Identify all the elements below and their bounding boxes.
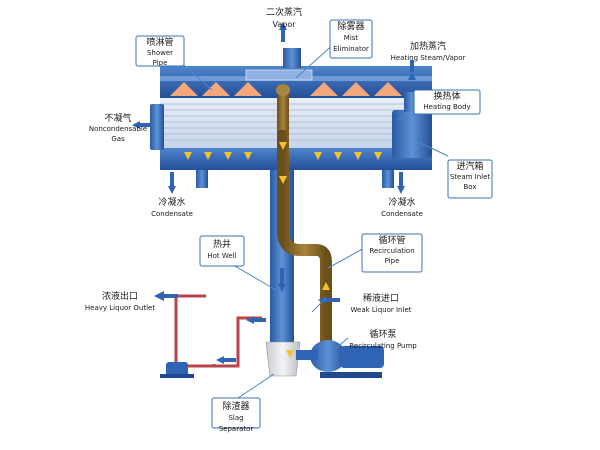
heating-body-label: 换热体 Heating Body <box>414 92 480 112</box>
steam-box-en2: Box <box>463 183 477 191</box>
flow-arrows <box>132 22 416 364</box>
shower-spray <box>170 82 402 96</box>
weak-en: Weak Liquor Inlet <box>350 306 412 314</box>
condensate-right-en: Condensate <box>381 210 423 218</box>
hotwell-en: Hot Well <box>207 252 237 260</box>
liquid-flow-arrows <box>184 142 382 358</box>
heating-steam-label: 加热蒸汽 Heating Steam/Vapor <box>378 42 478 64</box>
vapor-pipe-cap <box>276 84 290 96</box>
condensate-right-cn: 冷凝水 <box>388 198 416 208</box>
vapor-cn: 二次蒸汽 <box>265 8 302 18</box>
steam-box-en1: Steam Inlet <box>449 173 491 181</box>
shower-label: 喷淋管 Shower Pipe <box>136 38 184 68</box>
condensate-leg-right <box>382 170 394 188</box>
mist-label: 除雾器 Mist Eliminator <box>330 22 372 55</box>
mist-en2: Eliminator <box>333 45 369 53</box>
shower-cn: 喷淋管 <box>146 38 174 48</box>
weak-cn: 稀液进口 <box>362 294 399 304</box>
recirculating-pump <box>296 340 384 378</box>
heating-body-en: Heating Body <box>423 103 471 111</box>
heavy-cn: 浓液出口 <box>101 292 138 302</box>
shower-en2: Pipe <box>152 59 168 67</box>
slag-cn: 除渣器 <box>222 402 250 412</box>
steam-box-label-box <box>447 159 493 199</box>
heavy-en: Heavy Liquor Outlet <box>84 304 156 312</box>
steam-box-label: 进汽箱 Steam Inlet Box <box>448 162 492 192</box>
weak-liquor-label: 稀液进口 Weak Liquor Inlet <box>336 294 426 316</box>
slag-label: 除渣器 Slag Separator <box>212 402 260 435</box>
condensate-right-label: 冷凝水 Condensate <box>370 198 434 220</box>
pump-en: Recirculating Pump <box>349 342 417 350</box>
mist-en1: Mist <box>343 34 359 42</box>
condensate-left-cn: 冷凝水 <box>158 198 186 208</box>
heavy-liquor-pump <box>160 362 194 378</box>
recirc-pipe-en1: Recirculation <box>369 247 415 255</box>
vapor-nozzle <box>283 48 301 68</box>
condensate-leg-left <box>196 170 208 188</box>
mist-cn: 除雾器 <box>337 22 365 32</box>
noncond-en1: Noncondensable <box>88 125 148 133</box>
heating-body-label-box <box>413 89 481 115</box>
mist-label-box <box>329 19 373 59</box>
leader-lines <box>175 41 449 399</box>
noncond-label: 不凝气 Noncondensable Gas <box>80 114 156 144</box>
condensate-left-label: 冷凝水 Condensate <box>140 198 204 220</box>
shower-label-box <box>135 35 185 67</box>
heavy-liquor-label: 浓液出口 Heavy Liquor Outlet <box>70 292 170 314</box>
heating-steam-cn: 加热蒸汽 <box>409 42 446 52</box>
steam-inlet-box <box>392 110 432 158</box>
vessel <box>150 48 432 188</box>
hotwell-cn: 热井 <box>212 240 231 250</box>
vapor-down-pipe <box>277 98 332 345</box>
tube-lines <box>160 103 432 141</box>
pump-cn: 循环泵 <box>369 330 397 340</box>
noncond-box <box>150 104 164 150</box>
mist-eliminator <box>245 69 313 81</box>
recirc-pipe-label: 循环管 Recirculation Pipe <box>362 236 422 266</box>
vapor-pipe-top <box>277 90 289 130</box>
condensate-left-en: Condensate <box>151 210 193 218</box>
vapor-en: Vapor <box>272 20 296 29</box>
steam-box-cn: 进汽箱 <box>456 162 484 172</box>
recirc-label-box <box>361 233 423 273</box>
noncond-cn: 不凝气 <box>104 114 132 124</box>
vapor-label: 二次蒸汽 Vapor <box>262 8 306 30</box>
heating-steam-en: Heating Steam/Vapor <box>390 54 466 62</box>
shower-en1: Shower <box>146 49 174 57</box>
pump-label: 循环泵 Recirculating Pump <box>338 330 428 352</box>
slag-en: Slag Separator <box>218 414 254 433</box>
noncond-en2: Gas <box>111 135 125 143</box>
slag-label-box <box>211 397 261 429</box>
recirc-pipe-en2: Pipe <box>384 257 400 265</box>
heating-body-cn: 换热体 <box>433 92 461 102</box>
recirc-pipe-cn: 循环管 <box>378 236 406 246</box>
hotwell-label: 热井 Hot Well <box>200 240 244 262</box>
hotwell-label-box <box>199 235 245 267</box>
